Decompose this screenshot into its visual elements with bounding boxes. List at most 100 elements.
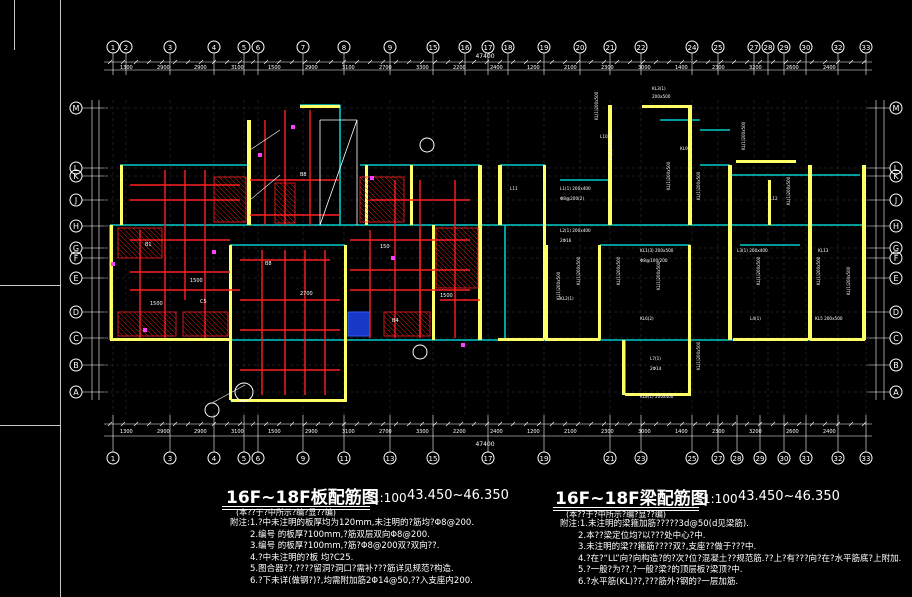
beam-annotation: L11 xyxy=(510,186,518,191)
dimension-text: 3000 xyxy=(638,429,651,435)
hatch-line xyxy=(213,191,245,223)
axis-label: 33 xyxy=(862,455,871,463)
axis-label: 18 xyxy=(504,44,513,52)
shear-wall xyxy=(625,393,691,396)
hatch-line xyxy=(213,176,247,210)
dim-tick xyxy=(536,421,542,427)
blue-filled-slab xyxy=(347,311,371,337)
beam-annotation: KL8(1) 200x400 xyxy=(640,394,674,399)
dim-tick xyxy=(276,59,282,65)
left-subtitle: (本??于?中所示?编?显??编) xyxy=(236,508,336,517)
hatch-line xyxy=(435,257,467,289)
marker xyxy=(291,125,295,129)
hatch-line xyxy=(218,311,229,322)
note-line: 4.?中未注明的?板 均?C25. xyxy=(250,552,354,563)
beam-annotation-vertical: KL(1)200x500 xyxy=(556,271,561,300)
axis-label: 27 xyxy=(714,455,723,463)
dim-tick xyxy=(783,59,789,65)
shear-wall xyxy=(120,165,123,225)
dimension-text: 3100 xyxy=(342,65,355,71)
hatch-line xyxy=(435,262,462,289)
dim-tick xyxy=(614,59,620,65)
note-line: 6.?下未详(做钢?)?,均需附加筋2Φ14@50,??入支座内200. xyxy=(250,575,473,586)
axis-label: 29 xyxy=(756,455,765,463)
beam-reinforcement-title: 16F~18F梁配筋图 xyxy=(555,489,708,509)
dim-tick xyxy=(328,59,334,65)
hatch-line xyxy=(132,227,163,258)
axis-label: 32 xyxy=(834,44,843,52)
hatch-line xyxy=(117,330,124,337)
dim-tick xyxy=(731,59,737,65)
dimension-text: 1200 xyxy=(527,429,540,435)
hatch-line xyxy=(213,211,225,223)
slab-label: B8 xyxy=(300,172,307,178)
hatch-line xyxy=(193,311,219,337)
hatch-line xyxy=(384,311,410,337)
beam-annotation: L1(1) 200x400 xyxy=(560,186,591,191)
axis-label: 33 xyxy=(862,44,871,52)
axis-label: E xyxy=(73,274,78,283)
beam-annotation: KL6(2) xyxy=(640,316,654,321)
dimension-text: 1500 xyxy=(268,65,281,71)
axis-label: J xyxy=(894,196,897,205)
hatch-line xyxy=(182,320,199,337)
dimension-text: 2900 xyxy=(194,429,207,435)
axis-label: G xyxy=(893,244,899,253)
hatch-line xyxy=(394,176,405,187)
dim-tick xyxy=(341,59,347,65)
axis-label: 25 xyxy=(714,44,723,52)
axis-label: 1 xyxy=(111,44,115,52)
axis-label: 4 xyxy=(212,44,217,52)
hatch-line xyxy=(435,227,479,271)
dim-tick xyxy=(484,59,490,65)
axis-label: M xyxy=(893,104,900,113)
dim-tick xyxy=(172,59,178,65)
axis-label: 24 xyxy=(688,44,697,52)
hatch-line xyxy=(419,311,431,323)
dim-tick xyxy=(380,421,386,427)
dim-tick xyxy=(107,59,113,65)
dim-tick xyxy=(419,59,425,65)
dim-tick xyxy=(692,421,698,427)
axis-label: 29 xyxy=(780,44,789,52)
hatch-line xyxy=(143,311,169,337)
dim-tick xyxy=(770,59,776,65)
section-mark xyxy=(419,137,435,153)
hatch-line xyxy=(359,196,386,223)
dim-tick xyxy=(185,421,191,427)
axis-label: 20 xyxy=(576,44,585,52)
hatch-line xyxy=(435,247,477,289)
beam-annotation-vertical: KL(1)200x500 xyxy=(756,256,761,285)
hatch-line xyxy=(157,227,163,233)
section-mark xyxy=(204,402,220,418)
dim-tick xyxy=(744,421,750,427)
hatch-line xyxy=(359,191,391,223)
hatch-line xyxy=(389,311,415,337)
dim-tick xyxy=(354,421,360,427)
left-elevation: 43.450~46.350 xyxy=(407,488,509,503)
hatch-line xyxy=(424,311,431,318)
dim-tick xyxy=(198,421,204,427)
marker xyxy=(143,328,147,332)
hatch-line xyxy=(117,315,139,337)
dim-tick xyxy=(666,59,672,65)
slab-label: B8 xyxy=(265,261,272,267)
dimension-text: 2600 xyxy=(786,65,799,71)
hatch-line xyxy=(440,227,479,266)
hatch-line xyxy=(445,227,479,261)
hatch-line xyxy=(117,320,134,337)
hatch-line xyxy=(117,227,149,259)
dimension-text: 2400 xyxy=(490,65,503,71)
dim-tick xyxy=(614,421,620,427)
hatch-line xyxy=(133,311,159,337)
dim-tick xyxy=(705,59,711,65)
hatch-line xyxy=(117,237,139,259)
slab-label: B1 xyxy=(145,242,152,248)
title-underline xyxy=(222,506,370,507)
axis-label: 31 xyxy=(802,455,811,463)
hatch-line xyxy=(213,181,247,215)
dim-tick xyxy=(146,421,152,427)
shear-wall xyxy=(498,165,502,225)
dim-tick xyxy=(419,421,425,427)
